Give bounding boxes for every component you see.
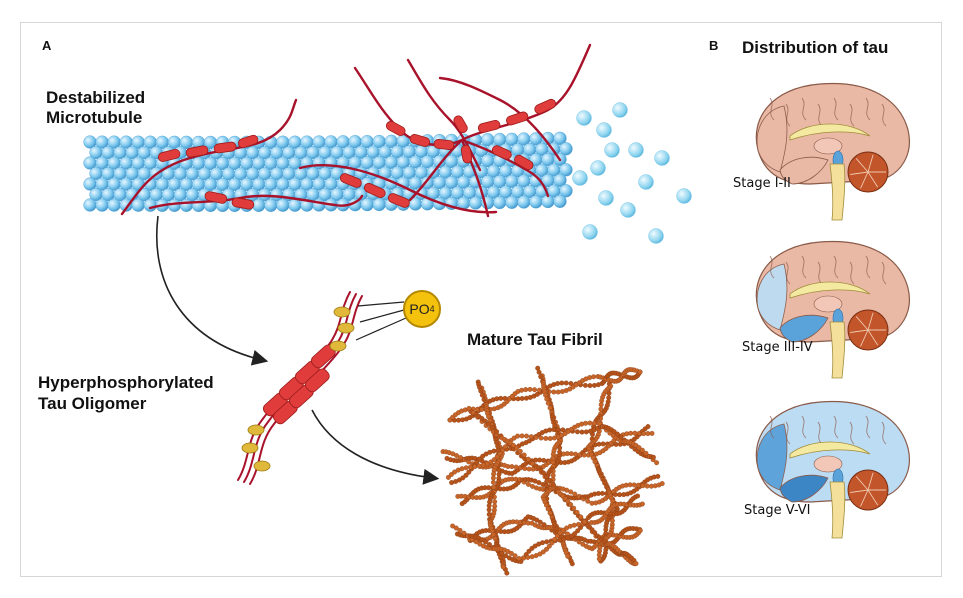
- brain-stage-3-4: [755, 240, 910, 379]
- microtubule-label-line2: Microtubule: [46, 108, 143, 127]
- tau-oligomer: [237, 291, 407, 485]
- phosphate-text: PO: [409, 301, 430, 317]
- free-tubulin: [572, 102, 692, 244]
- fibril-label: Mature Tau Fibril: [467, 330, 603, 349]
- tau-fibril-network: [440, 365, 665, 576]
- panel-a-letter: A: [42, 38, 52, 53]
- tau-segments: [157, 98, 557, 210]
- brain-stage-5-6: [755, 400, 910, 539]
- stage-label-3: Stage V-VI: [744, 503, 811, 518]
- panel-b-letter: B: [709, 38, 719, 53]
- stage-label-2: Stage III-IV: [742, 340, 813, 355]
- oligomer-label-line1: Hyperphosphorylated: [38, 373, 214, 392]
- oligomer-label-line2: Tau Oligomer: [38, 394, 147, 413]
- microtubule: [83, 131, 573, 213]
- arrow-to-fibril: [311, 409, 440, 485]
- panel-b-title: Distribution of tau: [742, 38, 889, 57]
- stage-label-1: Stage I-II: [733, 176, 791, 191]
- brain-stage-1-2: [755, 82, 910, 221]
- microtubule-label-line1: Destabilized: [46, 88, 146, 107]
- phosphate-subscript: 4: [429, 304, 435, 314]
- figure-frame: [20, 22, 942, 577]
- arrow-to-oligomer: [156, 215, 269, 366]
